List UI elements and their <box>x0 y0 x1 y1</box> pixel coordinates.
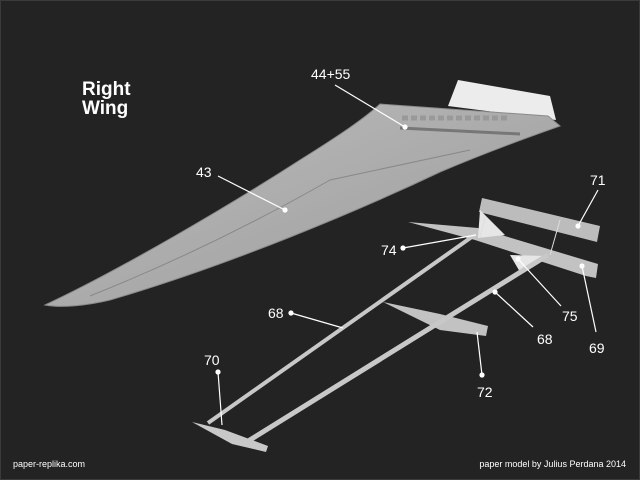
left-gusset-part <box>478 210 505 238</box>
page-title: Right Wing <box>82 80 131 118</box>
label-top-panel: 44+55 <box>311 66 351 82</box>
rear-strut-part <box>408 222 598 278</box>
label-front-foot: 70 <box>204 352 220 368</box>
label-rod-right: 68 <box>537 331 553 347</box>
label-left-gusset: 74 <box>381 242 397 258</box>
label-rear-strut: 69 <box>589 340 605 356</box>
top-panel-part <box>448 80 556 120</box>
rod-left-part <box>206 232 478 425</box>
leader-lines <box>215 84 599 426</box>
label-rod-left: 68 <box>268 305 284 321</box>
label-right-gusset: 75 <box>562 308 578 324</box>
label-wing: 43 <box>196 164 212 180</box>
title-line-1: Right <box>82 79 131 100</box>
wing-part <box>43 103 561 307</box>
rear-plate-part <box>479 198 600 242</box>
label-rear-plate: 71 <box>590 172 606 188</box>
front-foot-part <box>192 422 268 452</box>
title-line-2: Wing <box>82 98 129 119</box>
mid-strut-part <box>383 302 488 336</box>
footer-credit: paper model by Julius Perdana 2014 <box>479 459 626 469</box>
wing-panel-line <box>89 149 471 297</box>
label-mid-strut: 72 <box>477 384 493 400</box>
wing-slot <box>399 126 521 136</box>
footer-website: paper-replika.com <box>13 459 86 469</box>
rod-right-part <box>243 252 550 446</box>
